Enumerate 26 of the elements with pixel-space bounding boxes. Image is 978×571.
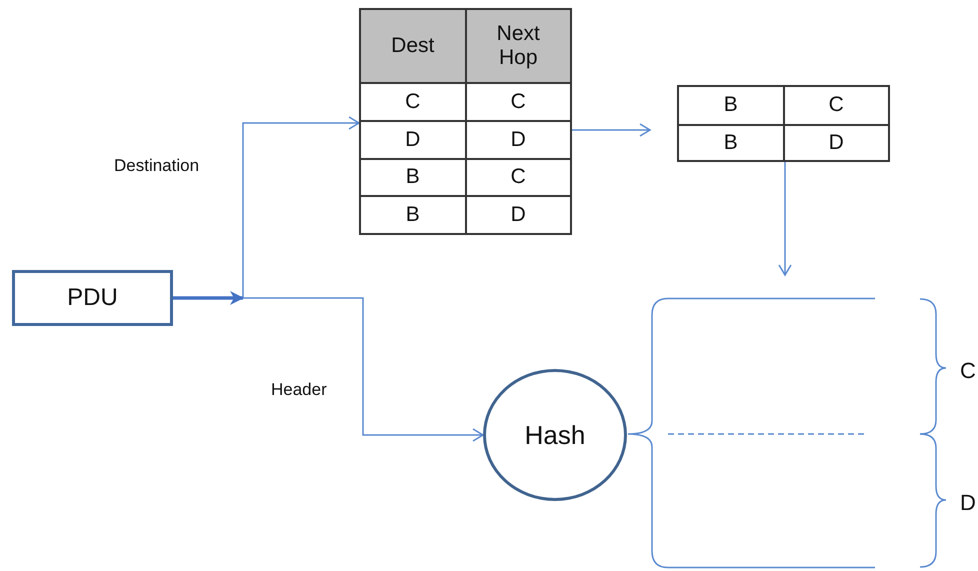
table-cell: B bbox=[361, 158, 464, 196]
header-cell: Dest bbox=[361, 10, 464, 82]
arrow bbox=[242, 116, 360, 298]
table bbox=[359, 8, 572, 235]
table-cell: D bbox=[464, 195, 570, 233]
table-cell: C bbox=[782, 87, 888, 124]
thick-arrow bbox=[173, 291, 244, 305]
table-cell: C bbox=[464, 82, 570, 120]
table-cell: B bbox=[361, 195, 464, 233]
table-cell: B bbox=[679, 124, 782, 160]
arrow bbox=[572, 123, 651, 137]
table-cell: D bbox=[464, 120, 570, 158]
arrow bbox=[778, 162, 792, 276]
table-cell: D bbox=[361, 120, 464, 158]
arrow bbox=[243, 297, 484, 442]
bucket-label: C bbox=[960, 357, 976, 385]
bucket-drawing bbox=[627, 297, 877, 570]
table-cell: C bbox=[361, 82, 464, 120]
table-cell: C bbox=[464, 158, 570, 196]
table-cell-text: B bbox=[722, 92, 739, 118]
header-cell: Next Hop bbox=[464, 10, 570, 82]
bucket-label: D bbox=[960, 489, 976, 517]
process-box: PDU bbox=[12, 270, 173, 326]
table-cell: D bbox=[782, 124, 888, 160]
hash-circle: Hash bbox=[483, 369, 627, 501]
table bbox=[677, 85, 890, 162]
